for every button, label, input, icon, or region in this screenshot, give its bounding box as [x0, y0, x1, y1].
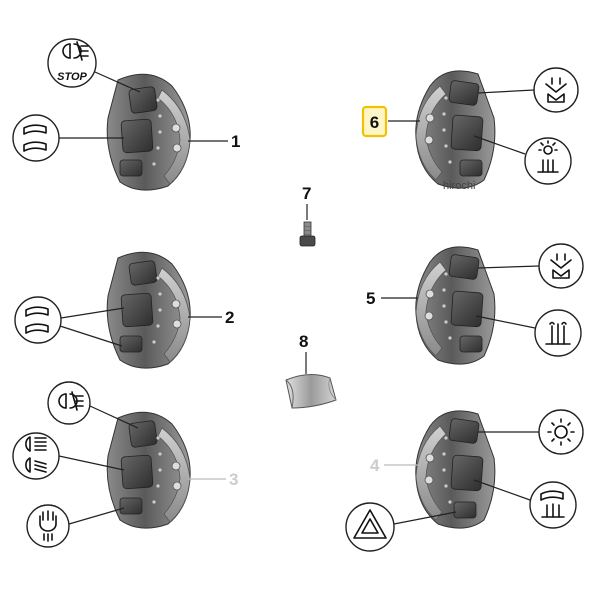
- high-low-beam-icon: [12, 432, 60, 480]
- switch-unit-part-3: [106, 411, 191, 529]
- leader-line-5b: [475, 315, 536, 329]
- leader-line-1a: [94, 71, 141, 93]
- leader-line-2a: [60, 307, 125, 319]
- part-number-2: 2: [225, 308, 234, 327]
- headlight-flasher-icon: [26, 504, 70, 548]
- heated-seat-icon-2: [538, 243, 584, 289]
- part-6-highlight: [361, 105, 388, 138]
- switch-unit-part-6: [415, 70, 496, 189]
- horn-icon-2: [14, 296, 62, 344]
- part-number-8: 8: [299, 332, 308, 351]
- horn-heated-grip-icon: [529, 481, 577, 529]
- part-number-7: 7: [302, 184, 311, 203]
- sleeve-part-8: [285, 374, 337, 409]
- heated-grip-icon: [534, 309, 582, 357]
- stop-label: STOP: [57, 71, 87, 83]
- part-number-4: 4: [370, 456, 380, 475]
- leader-line-5a: [477, 265, 540, 269]
- horn-icon: [12, 114, 60, 162]
- leader-line-4c: [393, 511, 457, 525]
- fog-light-icon-2: [47, 381, 91, 425]
- hazard-warning-icon: [345, 502, 395, 552]
- part-number-1: 1: [231, 132, 240, 151]
- bolt-part-7: [299, 221, 316, 247]
- leader-line-6b: [473, 135, 526, 155]
- heated-seat-icon: [533, 67, 579, 113]
- leader-line-2b: [59, 325, 123, 347]
- leader-line-6a: [477, 89, 535, 94]
- part-number-5: 5: [366, 289, 375, 308]
- watermark: hirochi: [443, 180, 475, 192]
- leader-line-4b: [473, 479, 531, 501]
- leader-line-3c: [68, 507, 125, 525]
- daytime-heated-grip-icon: [524, 137, 572, 185]
- part-number-6: 6: [370, 113, 379, 132]
- switch-unit-part-4: [415, 410, 496, 529]
- daytime-light-icon: [538, 409, 584, 455]
- switch-unit-part-5: [415, 246, 496, 365]
- leader-line-3b: [58, 455, 125, 471]
- switch-unit-part-2: [106, 251, 191, 369]
- switch-unit-part-1: [106, 73, 191, 191]
- leader-line-3a: [89, 405, 139, 429]
- fog-light-icon: STOP: [47, 38, 97, 88]
- part-number-3: 3: [229, 470, 238, 489]
